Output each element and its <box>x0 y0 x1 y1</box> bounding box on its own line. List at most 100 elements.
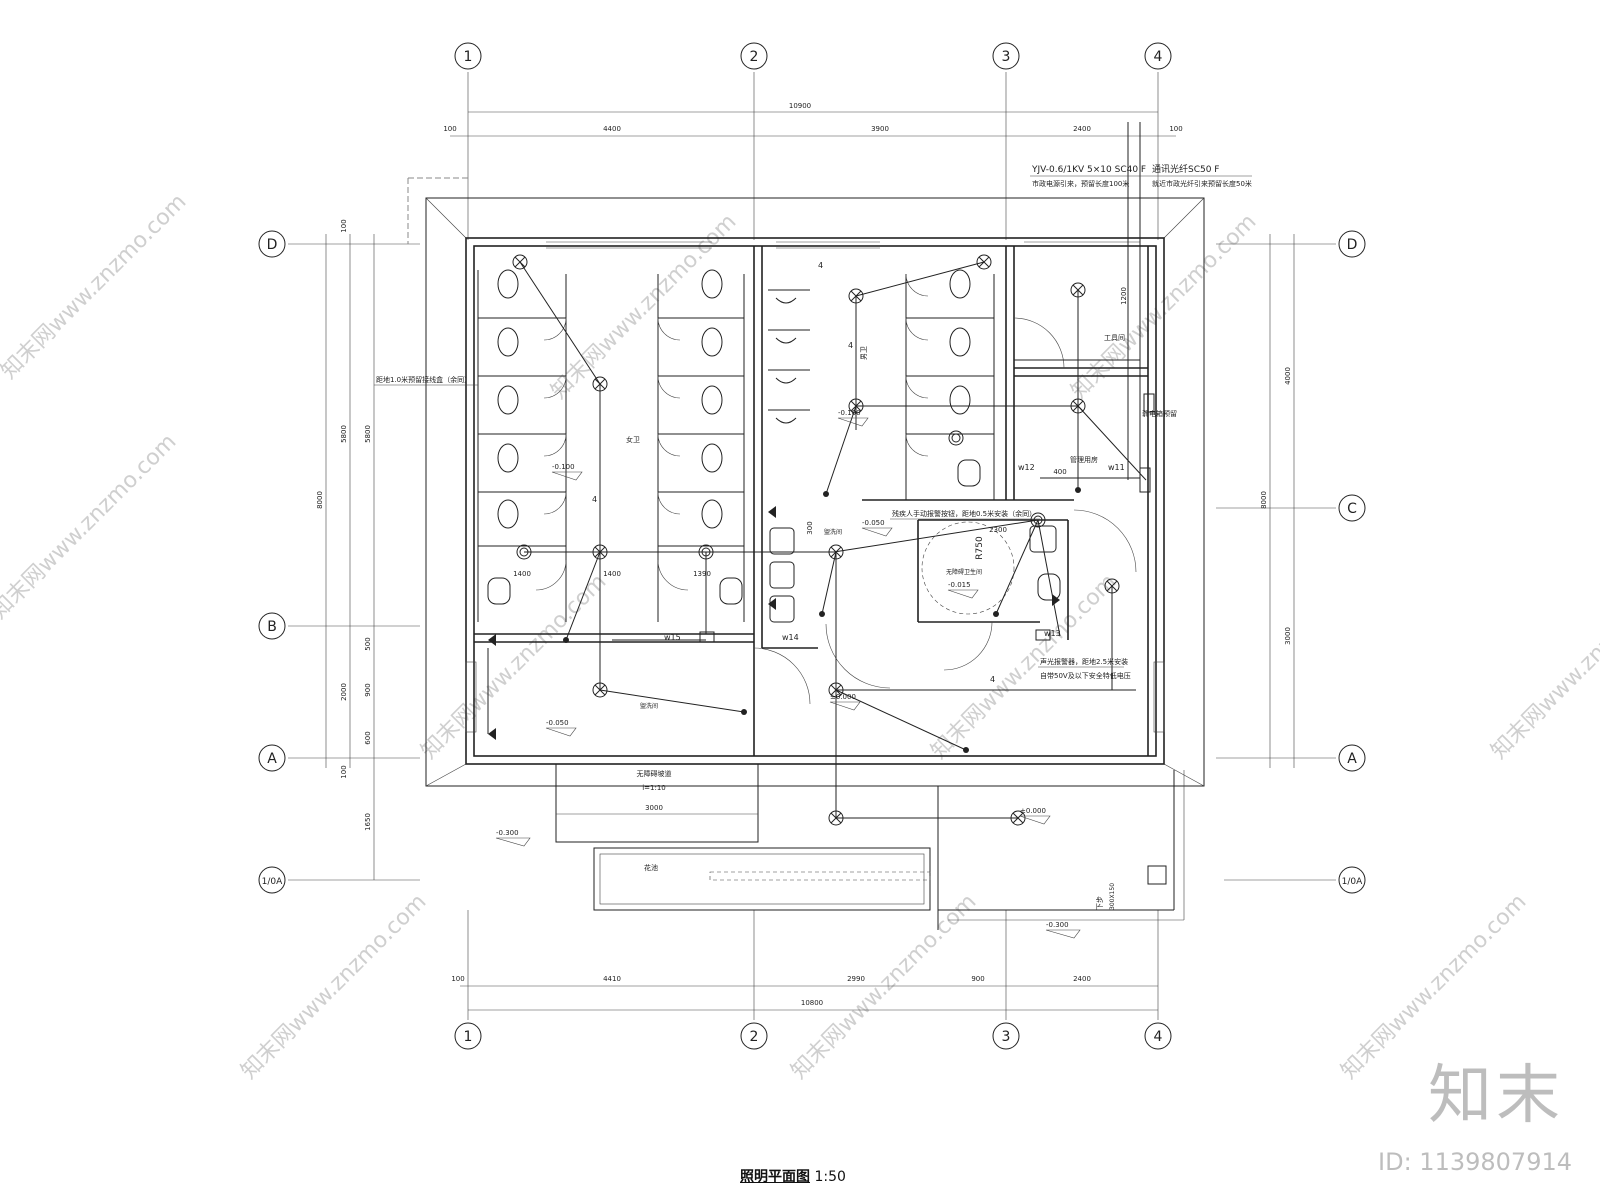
axis-bubble <box>740 42 768 70</box>
squat-toilet-icon <box>497 499 519 529</box>
axis-label: 1 <box>464 1029 473 1045</box>
axis-bubble <box>740 1022 768 1050</box>
drawing-title-text: 照明平面图 <box>740 1169 810 1185</box>
dimension-text: 2000 <box>340 683 348 701</box>
wall-light-icon <box>768 598 776 610</box>
dimension-text: 1400 <box>513 570 531 578</box>
level-text: ±0.000 <box>1020 807 1046 815</box>
switch-icon <box>819 611 825 617</box>
watermark: 知末网www.znzmo.com <box>237 889 432 1084</box>
switches <box>488 393 1155 753</box>
urinal-icon <box>775 337 797 344</box>
note-cable-sub: 市政电源引来，预留长度100米 <box>1032 179 1129 188</box>
note-fiber-sub: 就近市政光纤引来预留长度50米 <box>1152 179 1252 188</box>
circuit-labels: w15 w14 w13 w12 w11 4 4 4 4 <box>592 261 1125 684</box>
axis-bubbles-top: 1 2 3 4 <box>454 42 1172 70</box>
urinal-icon <box>775 377 797 384</box>
ceiling-light-icon <box>828 810 844 826</box>
squat-toilet-icon <box>497 385 519 415</box>
urinal-icon <box>775 297 797 304</box>
dimension-text: 600 <box>364 731 372 744</box>
axis-label: 4 <box>1154 49 1163 65</box>
axis-label: C <box>1347 501 1357 517</box>
squat-toilet-icon <box>497 269 519 299</box>
drawing-title: 照明平面图 1:50 <box>740 1166 846 1186</box>
room-label: 盥洗间 <box>640 702 658 710</box>
circuit-label: 4 <box>848 341 853 350</box>
distribution-box-icon <box>1139 467 1151 493</box>
dimension-text: 100 <box>340 219 348 232</box>
axis-label: D <box>267 237 278 253</box>
door-swings <box>535 273 1137 705</box>
ceiling-light-icon <box>976 254 992 270</box>
squat-toilet-icon <box>497 327 519 357</box>
watermark: 知末网www.znzmo.com <box>787 889 982 1084</box>
axis-bubble <box>992 42 1020 70</box>
dimension-text: 2990 <box>847 975 865 983</box>
note-weak-current-box: 弱电箱预留 <box>1142 409 1177 418</box>
ceiling-light-icon <box>1070 282 1086 298</box>
switch-icon <box>823 491 829 497</box>
dimension-text: 3000 <box>1284 627 1292 645</box>
exhaust-fan-icon <box>948 430 964 446</box>
circuit-label: w15 <box>664 633 681 642</box>
watermark: 知末网www.znzmo.com <box>1487 569 1600 764</box>
dimension-text: R750 <box>975 536 985 560</box>
ceiling-light-icon <box>1104 578 1120 594</box>
wall-light-icon <box>488 728 496 740</box>
squat-toilet-icon <box>701 499 723 529</box>
level-text: -0.015 <box>948 581 971 589</box>
building-outline <box>407 177 1205 787</box>
dimension-text: 500 <box>364 637 372 650</box>
washbasin-icon <box>769 595 795 623</box>
level-text: -0.300 <box>496 829 519 837</box>
switch-icon <box>741 709 747 715</box>
switch-icon <box>963 747 969 753</box>
ceiling-light-icon <box>1010 810 1026 826</box>
axis-bubbles-left: D B A 1/0A <box>258 230 286 894</box>
level-markers: -0.100 -0.100 -0.050 -0.015 -0.050 ±0.00… <box>495 409 1081 939</box>
toilet-icon <box>487 577 511 605</box>
axis-label: 3 <box>1002 49 1011 65</box>
ceiling-light-icon <box>592 682 608 698</box>
watermark: 知末网www.znzmo.com <box>0 429 181 624</box>
wiring <box>487 122 1147 819</box>
ceiling-light-icon <box>828 682 844 698</box>
squat-toilet-icon <box>949 385 971 415</box>
dimension-text: 5800 <box>340 425 348 443</box>
room-labels: 女卫 男卫 工具间 管理用房 无障碍卫生间 盥洗间 盥洗间 无障碍坡道 i=1:… <box>626 334 1125 910</box>
room-label: 3000 <box>645 804 663 812</box>
dimension-text: 8000 <box>316 491 324 509</box>
dimension-top: 10900 100 4400 3900 2400 100 <box>443 102 1183 137</box>
axis-label: 1/0A <box>1342 877 1363 887</box>
axis-bubble <box>1144 42 1172 70</box>
axis-label: 2 <box>750 1029 759 1045</box>
dimension-text: 100 <box>340 765 348 778</box>
wall-light-icon <box>768 506 776 518</box>
circuit-label: 4 <box>818 261 823 270</box>
ceiling-light-icon <box>512 254 528 270</box>
dimension-right: 8000 4000 3000 <box>1260 234 1295 768</box>
dimension-text: 4410 <box>603 975 621 983</box>
ceiling-light-icon <box>592 376 608 392</box>
ceiling-light-icon <box>848 398 864 414</box>
axis-bubbles-right: D C A 1/0A <box>1338 230 1366 894</box>
watermark: 知末网www.znzmo.com <box>0 189 191 384</box>
watermark-layer: 知末网www.znzmo.com 知末网www.znzmo.com 知末网www… <box>0 189 1600 1084</box>
circuit-label: 4 <box>592 495 597 504</box>
dimension-text: 100 <box>443 125 456 133</box>
wall-light-icon <box>488 634 496 646</box>
axis-label: 4 <box>1154 1029 1163 1045</box>
exhaust-fan-icon <box>516 544 532 560</box>
room-label: 无障碍坡道 <box>637 769 672 778</box>
brand-logo: 知末 <box>1428 1059 1564 1133</box>
female-stalls <box>478 317 994 547</box>
wall-light-icon <box>1052 594 1060 606</box>
room-label: 女卫 <box>626 435 640 444</box>
dimension-text: 4000 <box>1284 367 1292 385</box>
weak-current-box-icon <box>1143 393 1155 413</box>
toilet-fixtures <box>487 269 1061 623</box>
dimension-total: 10900 <box>789 102 811 110</box>
dimension-text: 900 <box>971 975 984 983</box>
